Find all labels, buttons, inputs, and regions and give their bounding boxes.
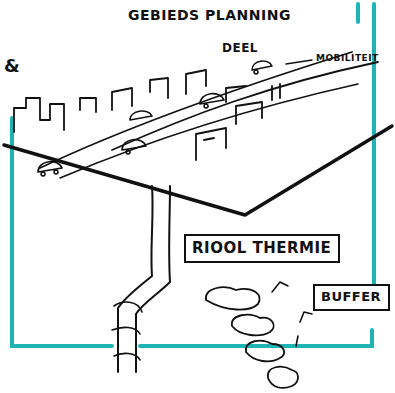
buffer-blob (246, 341, 284, 362)
buffer-blob (206, 287, 260, 309)
pipe-line (136, 186, 170, 372)
building-outline (112, 88, 132, 110)
sketch-label: MOBILITEIT (316, 54, 379, 64)
building-outline (186, 70, 206, 94)
building-outline (236, 102, 262, 124)
buffer-blob (268, 367, 298, 388)
building-outline (80, 98, 96, 112)
pipe-joint (112, 302, 142, 360)
building-outline (226, 86, 246, 102)
sketch-title: GEBIEDS PLANNING (128, 8, 291, 23)
car-symbol (200, 94, 224, 108)
ampersand-mark: & (4, 56, 20, 76)
label-box: BUFFER (313, 284, 390, 311)
leader-line (286, 60, 312, 64)
landscape-line (4, 126, 392, 215)
car-symbol (130, 111, 152, 120)
label-box: RIOOL THERMIE (184, 234, 340, 263)
road-line (112, 62, 378, 150)
car-symbol (122, 140, 146, 154)
road-line (60, 84, 358, 178)
building-outline (14, 98, 64, 132)
box-text: BUFFER (321, 290, 382, 304)
car-symbol (38, 162, 62, 176)
building-outline (196, 128, 226, 160)
box-text: RIOOL THERMIE (192, 240, 332, 257)
flag-symbol (272, 282, 312, 346)
road-line (40, 52, 352, 168)
building-outline (272, 84, 280, 100)
building-outline (150, 78, 168, 98)
sketch-label: DEEL (222, 42, 258, 55)
car-symbol (252, 61, 272, 74)
frame-line (356, 4, 360, 22)
buffer-blob (232, 315, 274, 336)
frame-line (372, 4, 376, 290)
frame-line (140, 330, 372, 346)
